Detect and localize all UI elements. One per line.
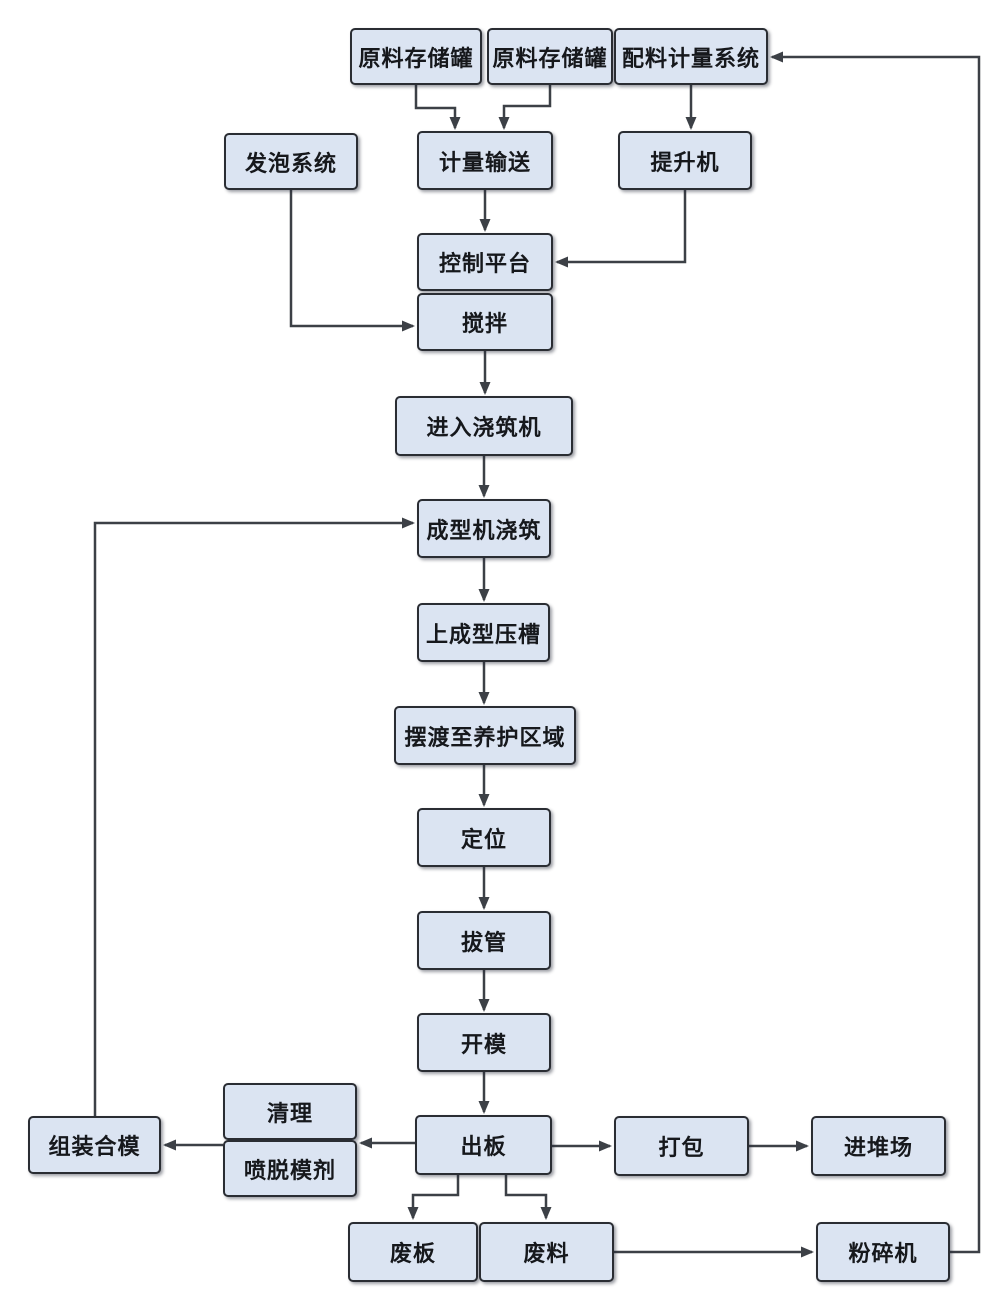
flow-node-label: 发泡系统 — [244, 150, 337, 177]
flow-node-pipe-pulling: 拔管 — [417, 911, 551, 970]
flow-edge-tank1-to-metering — [414, 85, 461, 130]
flow-node-forming-machine-pouring: 成型机浇筑 — [417, 499, 551, 558]
flow-node-label: 摆渡至养护区域 — [404, 724, 566, 751]
flow-node-spray-release-agent: 喷脱模剂 — [223, 1140, 357, 1197]
flow-node-raw-material-tank-2: 原料存储罐 — [487, 28, 613, 85]
flow-edge-boardout-to-wasteboard — [407, 1175, 460, 1220]
flow-node-label: 组装合模 — [48, 1134, 141, 1160]
flow-edge-foaming-to-mixing — [289, 190, 415, 332]
flow-node-label: 废料 — [523, 1241, 570, 1267]
flow-node-label: 定位 — [460, 826, 507, 853]
flow-node-foaming-system: 发泡系统 — [224, 133, 358, 190]
flow-node-waste-material: 废料 — [479, 1222, 614, 1282]
flow-node-label: 计量输送 — [438, 149, 531, 176]
flow-node-positioning: 定位 — [417, 808, 551, 867]
flow-node-control-platform: 控制平台 — [417, 233, 553, 291]
flow-edge-crusher-recycle-to-batching — [770, 51, 981, 1254]
flow-node-label: 上成型压槽 — [425, 621, 541, 648]
flow-node-waste-board: 废板 — [348, 1222, 478, 1282]
flow-node-hoist: 提升机 — [618, 131, 752, 190]
flow-node-stack-yard: 进堆场 — [811, 1116, 946, 1176]
flow-node-label: 进入浇筑机 — [426, 415, 542, 441]
flow-node-label: 原料存储罐 — [358, 45, 474, 72]
flow-node-board-output: 出板 — [415, 1115, 552, 1175]
flow-node-packing: 打包 — [614, 1116, 749, 1176]
flow-node-enter-pouring-machine: 进入浇筑机 — [395, 396, 573, 456]
flow-node-metering-conveying: 计量输送 — [417, 131, 553, 190]
flow-node-label: 出板 — [460, 1134, 507, 1160]
flow-node-label: 打包 — [658, 1135, 705, 1161]
flow-node-label: 提升机 — [650, 149, 720, 176]
flow-node-label: 搅拌 — [461, 311, 508, 337]
flow-edge-hoist-to-control — [555, 190, 687, 268]
flow-node-label: 拔管 — [460, 929, 507, 956]
flow-edge-boardout-to-wastematerial — [504, 1175, 552, 1220]
flow-node-label: 清理 — [266, 1100, 313, 1127]
flow-node-label: 控制平台 — [438, 251, 531, 277]
flow-node-crusher: 粉碎机 — [816, 1222, 950, 1282]
flow-node-cleaning: 清理 — [223, 1083, 357, 1140]
flow-node-label: 废板 — [389, 1241, 436, 1267]
flow-edge-assemble-loop-to-forming — [93, 517, 415, 1116]
flow-node-raw-material-tank-1: 原料存储罐 — [350, 28, 482, 85]
flow-edge-tank2-to-metering — [498, 85, 552, 130]
flow-node-label: 配料计量系统 — [621, 45, 760, 72]
flow-node-mold-opening: 开模 — [417, 1013, 551, 1072]
flow-node-mixing: 搅拌 — [417, 293, 553, 351]
flow-node-batching-metering-system: 配料计量系统 — [614, 28, 768, 85]
flow-node-label: 进堆场 — [843, 1135, 913, 1161]
flow-node-label: 开模 — [460, 1031, 507, 1058]
flow-node-ferry-to-curing-area: 摆渡至养护区域 — [394, 706, 576, 765]
flow-node-label: 喷脱模剂 — [243, 1157, 336, 1184]
flow-node-forming-press-groove: 上成型压槽 — [417, 603, 550, 662]
flow-node-label: 原料存储罐 — [492, 45, 608, 72]
flow-node-label: 成型机浇筑 — [426, 517, 542, 544]
flow-node-label: 粉碎机 — [848, 1241, 918, 1267]
flow-node-assemble-close-mold: 组装合模 — [28, 1116, 161, 1174]
